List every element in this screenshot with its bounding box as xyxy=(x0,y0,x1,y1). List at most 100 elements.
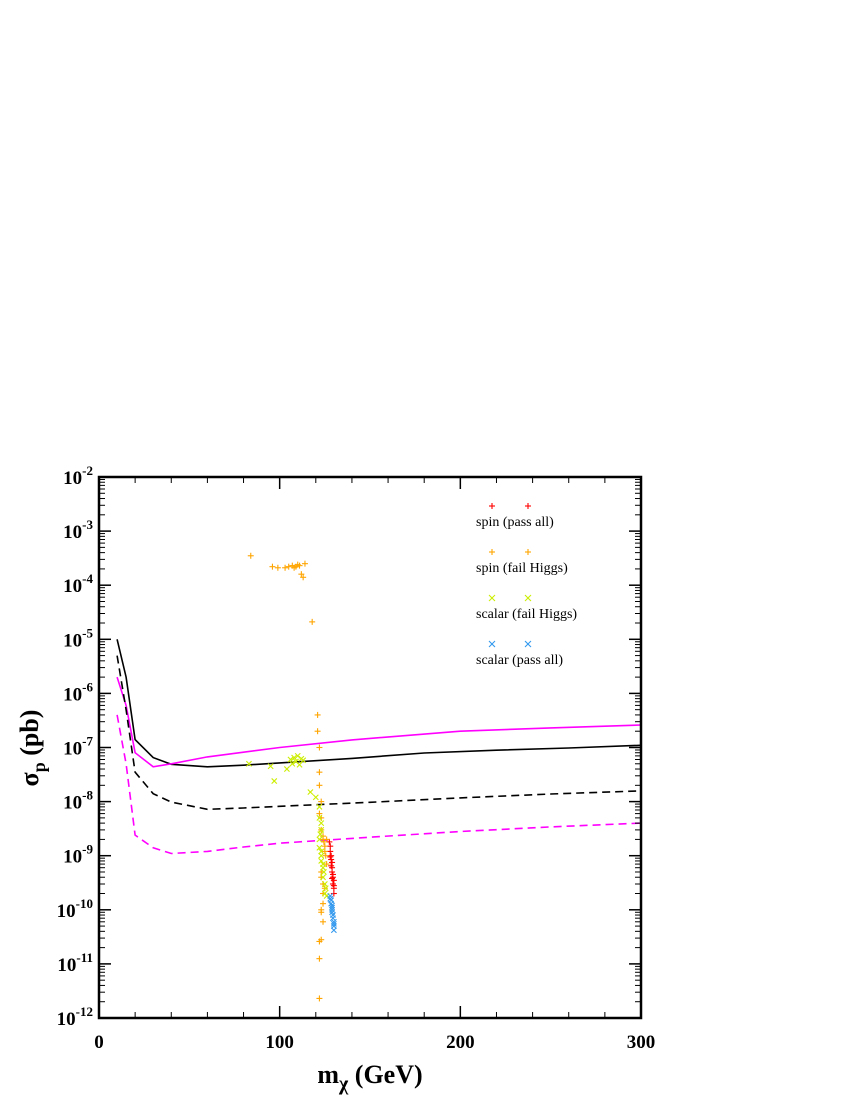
data-point xyxy=(328,862,335,869)
x-tick-label: 100 xyxy=(265,1032,294,1053)
data-point xyxy=(320,918,327,925)
y-tick-label-base: 10 xyxy=(63,468,82,489)
data-point-stroke xyxy=(316,814,323,821)
data-point xyxy=(316,938,323,945)
data-point-stroke xyxy=(283,766,290,773)
data-point xyxy=(316,782,323,789)
y-tick-label-exponent: -4 xyxy=(82,571,93,586)
data-point xyxy=(282,564,289,571)
legend-label: scalar (pass all) xyxy=(476,653,563,668)
data-point-stroke xyxy=(320,868,327,875)
data-point xyxy=(289,760,296,767)
data-point-stroke xyxy=(289,760,296,767)
data-point xyxy=(321,843,328,850)
data-point xyxy=(314,711,321,718)
y-tick-label-exponent: -3 xyxy=(82,517,93,532)
y-tick-label-base: 10 xyxy=(57,955,76,976)
y-tick-label-base: 10 xyxy=(63,576,82,597)
data-point xyxy=(287,756,294,763)
data-point xyxy=(300,574,307,581)
data-point-stroke xyxy=(329,902,336,909)
x-tick-label: 300 xyxy=(627,1032,656,1053)
x-tick-label: 200 xyxy=(446,1032,475,1053)
data-point-stroke xyxy=(330,920,337,927)
data-point-stroke xyxy=(320,874,327,881)
data-point xyxy=(318,848,325,855)
legend-marker-stroke xyxy=(488,594,496,602)
y-tick-label: 10-2 xyxy=(63,463,93,489)
data-point-stroke xyxy=(316,803,323,810)
data-point xyxy=(330,920,337,927)
y-tick-label: 10-8 xyxy=(63,788,93,814)
data-point-stroke xyxy=(318,826,325,833)
y-tick-label-exponent: -7 xyxy=(82,734,93,749)
data-point xyxy=(316,836,323,843)
data-point-stroke xyxy=(318,820,325,827)
data-point xyxy=(318,798,325,805)
data-point-stroke xyxy=(300,757,307,764)
data-point-stroke xyxy=(330,927,337,934)
data-point xyxy=(329,859,336,866)
y-tick-label-base: 10 xyxy=(57,1009,76,1030)
legend-marker xyxy=(489,549,495,555)
data-point xyxy=(322,885,329,892)
data-point xyxy=(274,564,281,571)
data-point xyxy=(316,844,323,851)
legend-marker-stroke xyxy=(524,594,532,602)
data-point-stroke xyxy=(291,754,298,761)
data-point-stroke xyxy=(245,760,252,767)
x-axis-title-main: m xyxy=(317,1060,339,1089)
data-point xyxy=(330,927,337,934)
data-point xyxy=(316,814,323,821)
data-point xyxy=(318,909,325,916)
data-point xyxy=(271,778,278,785)
data-point xyxy=(318,820,325,827)
y-tick-label-base: 10 xyxy=(63,847,82,868)
data-point xyxy=(283,766,290,773)
legend-marker xyxy=(488,640,496,648)
data-point xyxy=(329,909,336,916)
y-tick-label-base: 10 xyxy=(63,739,82,760)
y-tick-label-exponent: -2 xyxy=(82,463,93,478)
data-point xyxy=(329,915,336,922)
y-tick-label: 10-7 xyxy=(63,734,93,760)
data-point xyxy=(267,763,274,770)
y-axis-title-unit: (pb) xyxy=(15,710,44,763)
y-tick-label: 10-12 xyxy=(57,1004,93,1030)
data-point xyxy=(329,906,336,913)
data-point xyxy=(316,955,323,962)
legend-marker xyxy=(525,503,531,509)
data-point-stroke xyxy=(329,915,336,922)
legend-label: spin (pass all) xyxy=(476,515,554,530)
plot-frame xyxy=(97,475,643,1020)
data-point xyxy=(314,728,321,735)
y-axis-title: σp (pb) xyxy=(15,710,49,787)
data-point xyxy=(285,563,292,570)
data-point xyxy=(309,618,316,625)
data-point-stroke xyxy=(327,895,334,902)
data-point-stroke xyxy=(318,848,325,855)
legend-marker xyxy=(525,549,531,555)
data-point xyxy=(320,874,327,881)
data-point xyxy=(321,885,328,892)
legend-marker xyxy=(488,594,496,602)
data-point-stroke xyxy=(329,909,336,916)
data-point-stroke xyxy=(292,758,299,765)
legend-label: scalar (fail Higgs) xyxy=(476,607,577,622)
data-point-stroke xyxy=(316,844,323,851)
data-point xyxy=(321,848,328,855)
data-point xyxy=(247,552,254,559)
y-tick-label-exponent: -5 xyxy=(82,625,93,640)
data-point-stroke xyxy=(267,763,274,770)
data-point xyxy=(320,861,327,868)
y-tick-label: 10-10 xyxy=(57,896,93,922)
data-point xyxy=(318,857,325,864)
data-point xyxy=(329,904,336,911)
data-point-stroke xyxy=(271,778,278,785)
data-point-stroke xyxy=(316,836,323,843)
data-point xyxy=(296,761,303,768)
data-point xyxy=(330,882,337,889)
data-point-stroke xyxy=(294,752,301,759)
x-axis-title-sub: χ xyxy=(338,1073,349,1095)
